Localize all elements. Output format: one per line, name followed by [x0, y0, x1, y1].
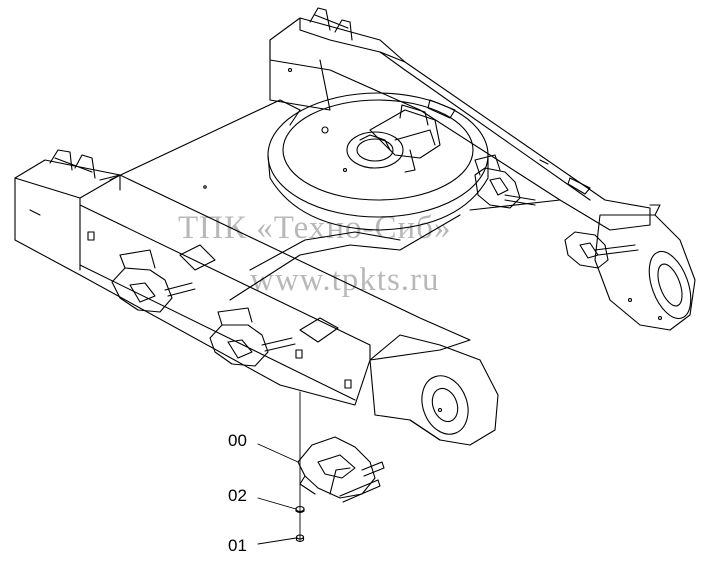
watermark-website: www.tpkts.ru — [250, 262, 440, 298]
part-00-guide — [297, 436, 385, 503]
leader-line-00 — [257, 443, 299, 463]
rear-roller-2 — [564, 231, 639, 269]
center-frame — [109, 99, 561, 343]
front-roller-1 — [111, 249, 196, 313]
callout-02: 02 — [228, 486, 247, 505]
rear-roller-1 — [474, 154, 536, 209]
rear-track-frame — [269, 7, 696, 331]
callout-01: 01 — [228, 536, 247, 555]
leader-line-01 — [257, 537, 297, 545]
leader-line-02 — [257, 497, 297, 510]
swing-bearing — [267, 92, 489, 231]
front-track-frame — [14, 149, 499, 446]
callout-00: 00 — [228, 431, 247, 450]
part-01-bolt — [295, 534, 305, 543]
watermark-company: ТПК «Техно-Сиб» — [178, 210, 452, 246]
front-roller-2 — [209, 307, 296, 367]
